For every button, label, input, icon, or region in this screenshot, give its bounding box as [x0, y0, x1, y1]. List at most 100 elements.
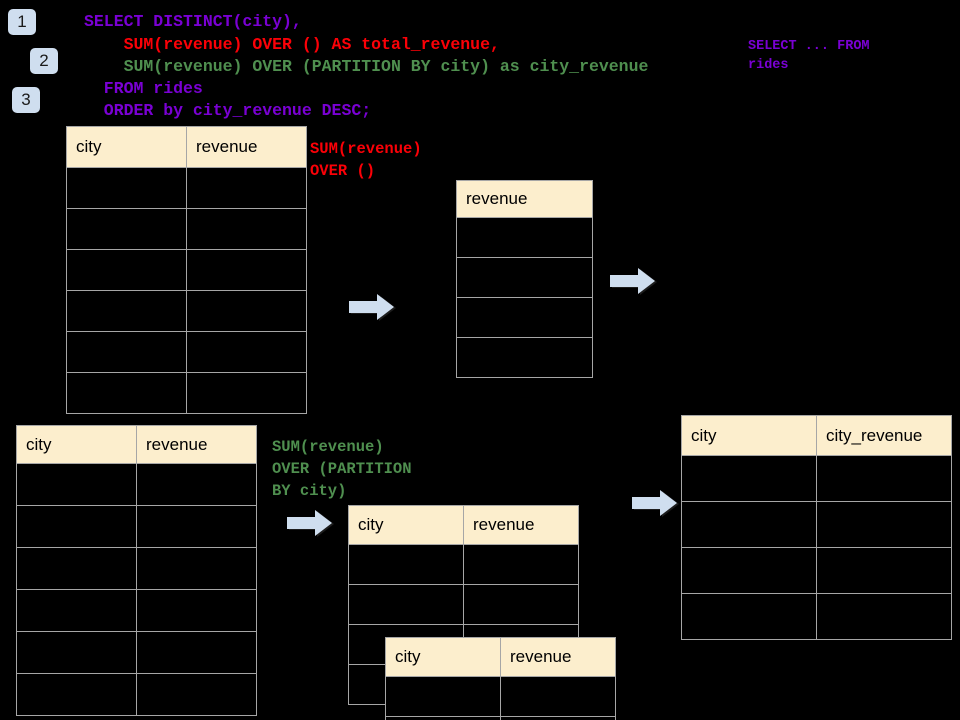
table-cell: [186, 331, 307, 373]
side-note-rides: rides: [748, 58, 789, 73]
table-cell: [66, 290, 187, 332]
table-row: [16, 673, 257, 716]
table-cell: [816, 593, 952, 640]
table-cell: [16, 589, 137, 632]
table-row: [66, 372, 307, 414]
table-cell: [681, 593, 817, 640]
table-row: [66, 167, 307, 209]
arrow-total-to-result: [606, 263, 658, 295]
column-header-revenue: revenue: [463, 505, 579, 545]
step-badge-1-label: 1: [17, 12, 27, 31]
table-cell: [456, 297, 593, 338]
table-cell: [816, 501, 952, 548]
side-note-select-from: SELECT ... FROM: [748, 39, 870, 54]
table-cell: [500, 676, 616, 717]
column-header-revenue: revenue: [500, 637, 616, 677]
table-cell: [463, 544, 579, 585]
table-cell: [681, 455, 817, 502]
table-cell: [816, 547, 952, 594]
table-cell: [16, 631, 137, 674]
table-cell: [16, 547, 137, 590]
table-cell: [66, 372, 187, 414]
table-cell: [66, 167, 187, 209]
column-header-city: city: [66, 126, 187, 168]
table-cell: [186, 208, 307, 250]
table-row: [456, 217, 593, 258]
table-cell: [136, 589, 257, 632]
step-badge-3: 3: [12, 87, 40, 113]
table-cell: [16, 673, 137, 716]
query-line-from: FROM rides: [84, 79, 203, 98]
table-cell: [385, 676, 501, 717]
query-line-partition: SUM(revenue) OVER (PARTITION BY city) as…: [84, 57, 649, 76]
table-cell: [186, 167, 307, 209]
table-cell: [385, 716, 501, 720]
step-badge-3-label: 3: [21, 90, 31, 109]
table-row: [456, 297, 593, 338]
table-cell: [136, 505, 257, 548]
column-header-revenue: revenue: [186, 126, 307, 168]
column-header-revenue: revenue: [456, 180, 593, 218]
annotation-partition-line1: SUM(revenue): [272, 438, 384, 456]
table-cell: [66, 331, 187, 373]
table-row: [16, 463, 257, 506]
table-row: [456, 337, 593, 378]
column-header-city_revenue: city_revenue: [816, 415, 952, 456]
table-cell: [186, 372, 307, 414]
annotation-partition-line2: OVER (PARTITION: [272, 460, 412, 478]
table-cell: [16, 463, 137, 506]
table-cell: [681, 547, 817, 594]
table-cell: [816, 455, 952, 502]
annotation-total-line2: OVER (): [310, 162, 376, 180]
table-cell: [66, 249, 187, 291]
table-cell: [463, 584, 579, 625]
annotation-partition-line3: BY city): [272, 482, 347, 500]
column-header-city: city: [681, 415, 817, 456]
query-line-total: SUM(revenue) OVER () AS total_revenue,: [84, 35, 500, 54]
table-row: [16, 505, 257, 548]
table-row: [385, 716, 616, 720]
table-total-revenue: revenue: [456, 180, 593, 378]
step-badge-2: 2: [30, 48, 58, 74]
query-line-order: ORDER by city_revenue DESC;: [84, 101, 372, 120]
table-cell: [136, 631, 257, 674]
table-total-revenue-body: revenue: [456, 180, 593, 378]
table-cell: [348, 584, 464, 625]
annotation-total-line1: SUM(revenue): [310, 140, 422, 158]
table-cell: [136, 673, 257, 716]
table-header-row: revenue: [456, 180, 593, 218]
table-cell: [136, 547, 257, 590]
table-cell: [66, 208, 187, 250]
table-row: [66, 331, 307, 373]
arrow-partition-to-result: [628, 485, 680, 517]
table-row: [16, 631, 257, 674]
column-header-city: city: [348, 505, 464, 545]
table-row: [66, 208, 307, 250]
table-row: [16, 547, 257, 590]
table-row: [348, 584, 579, 625]
table-cell: [681, 501, 817, 548]
column-header-revenue: revenue: [136, 425, 257, 464]
table-cell: [456, 217, 593, 258]
step-badge-1: 1: [8, 9, 36, 35]
query-line-select: SELECT DISTINCT(city),: [84, 12, 302, 31]
table-cell: [348, 544, 464, 585]
table-cell: [186, 290, 307, 332]
table-row: [681, 593, 952, 640]
table-row: [681, 547, 952, 594]
table-cell: [136, 463, 257, 506]
table-cell: [16, 505, 137, 548]
table-cell: [186, 249, 307, 291]
table-row: [681, 501, 952, 548]
arrow-source-to-total: [345, 289, 397, 321]
